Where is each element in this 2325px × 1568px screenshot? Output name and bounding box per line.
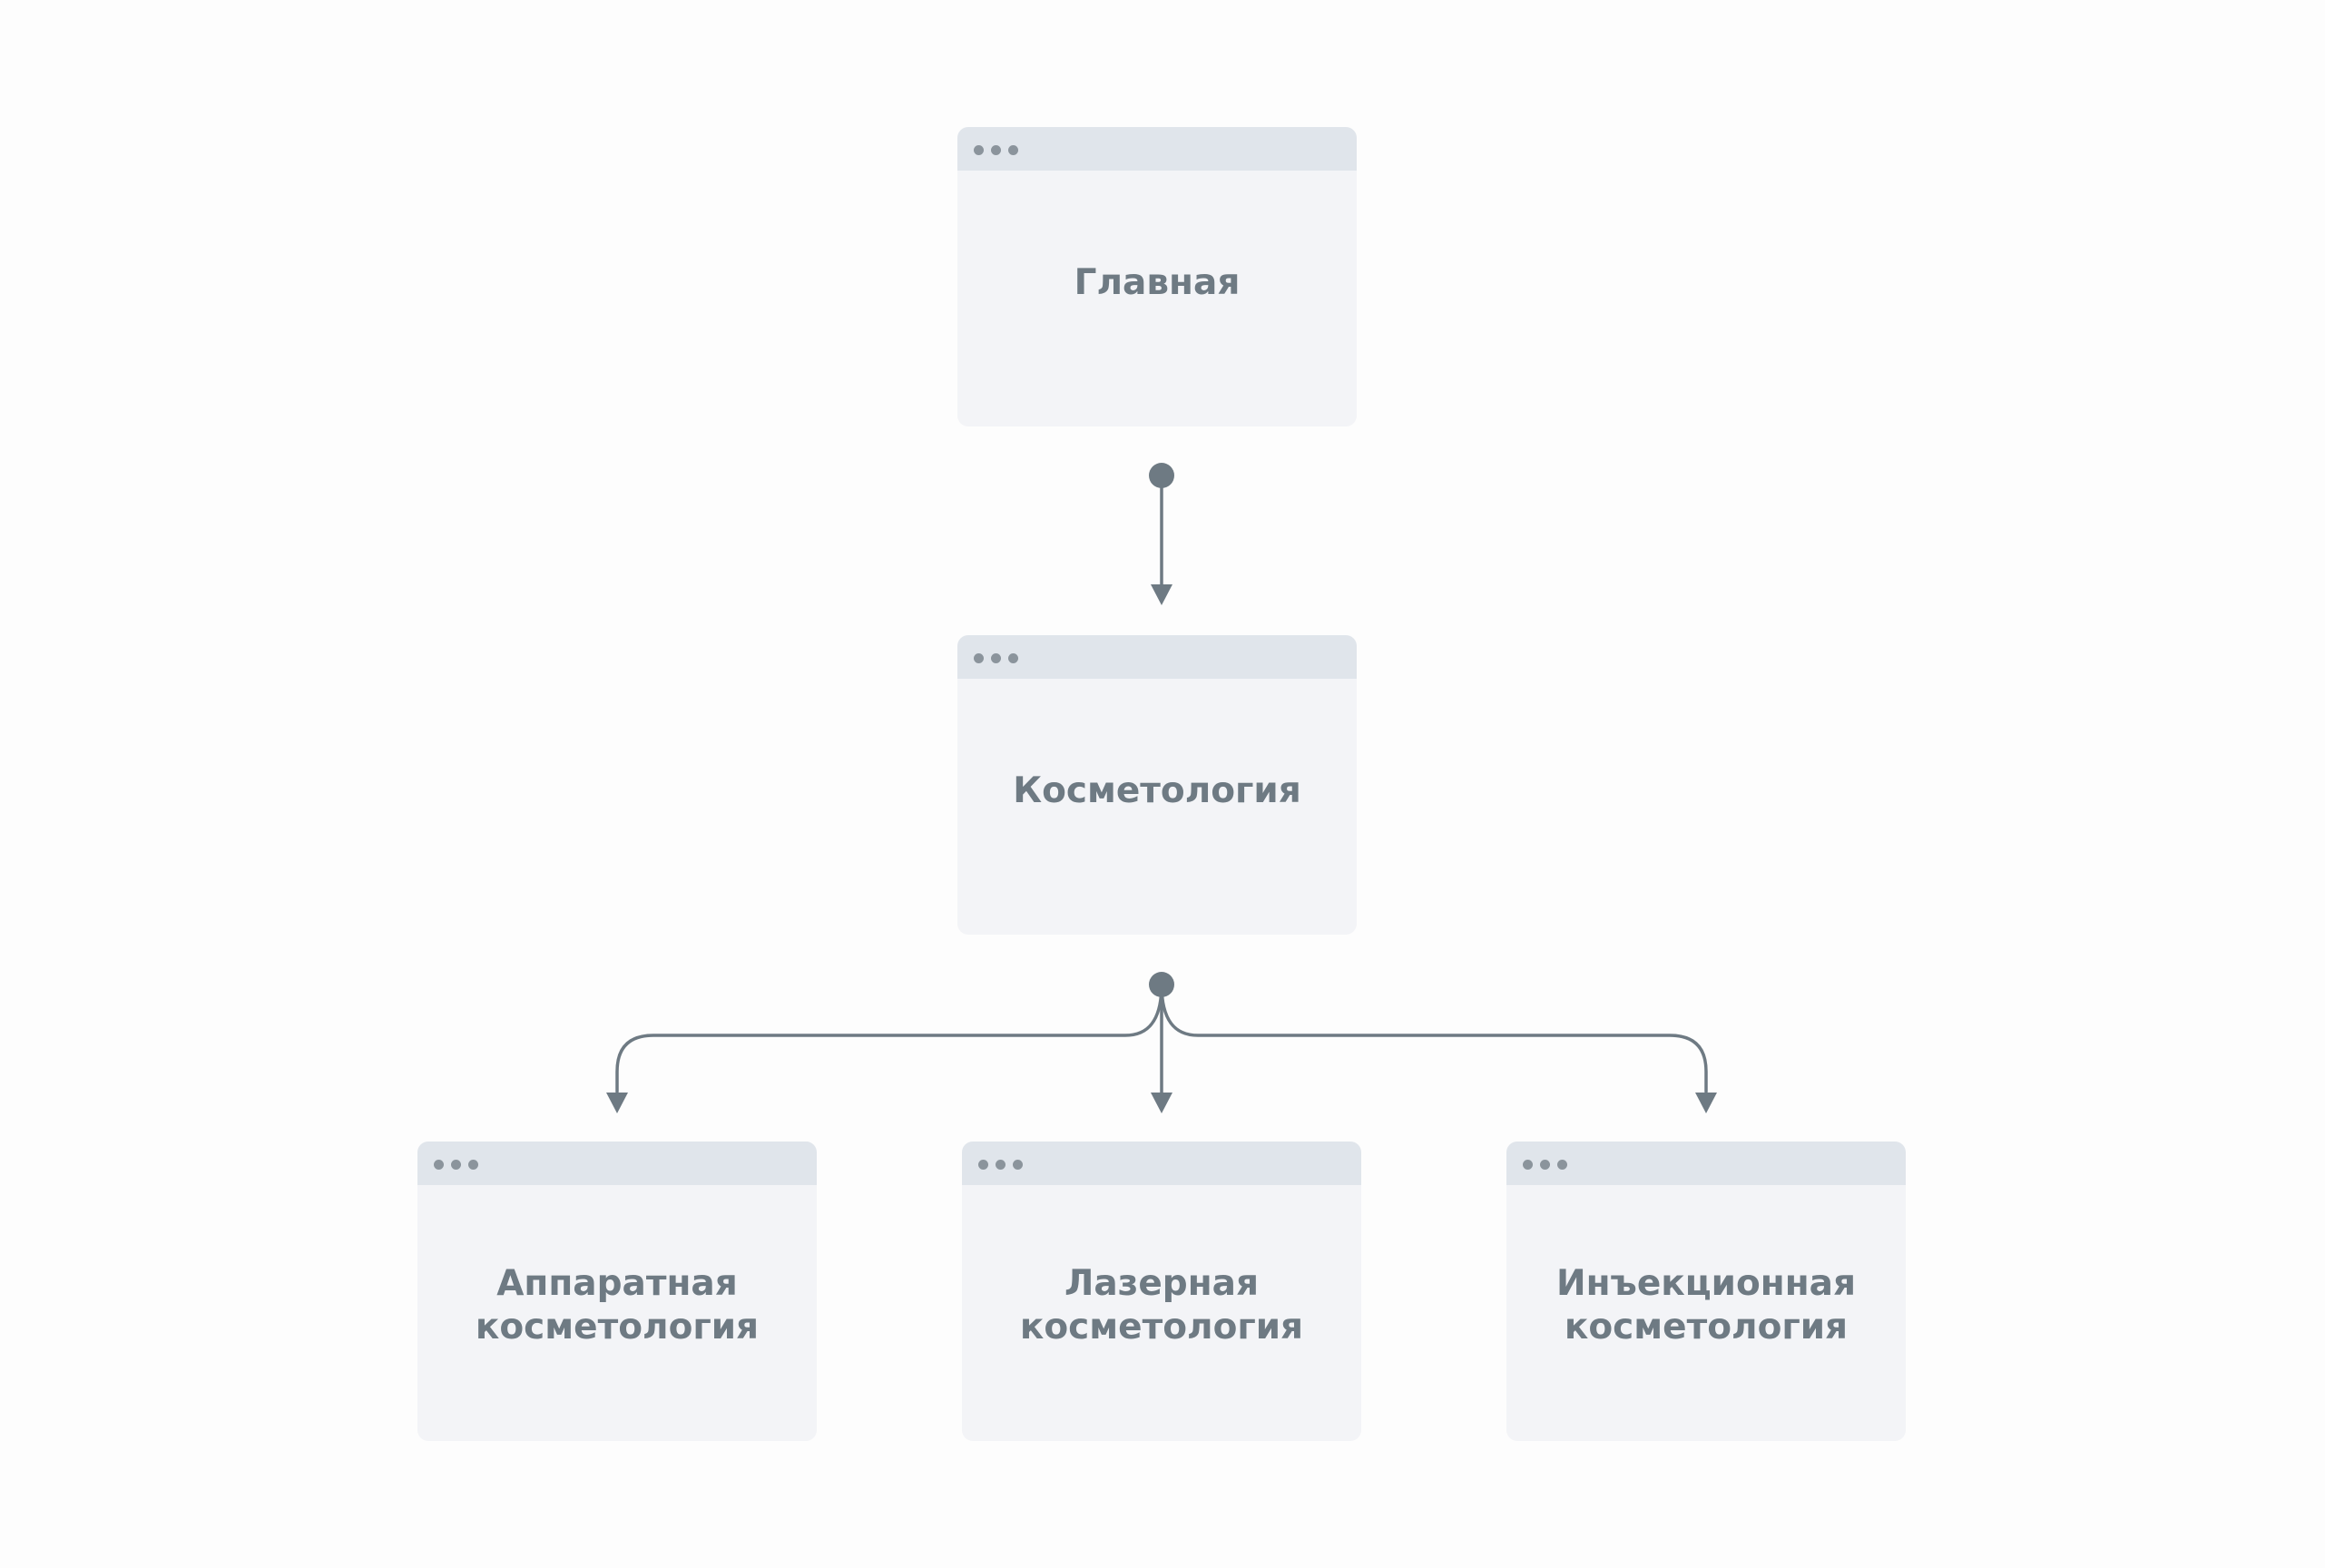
edge-cosmetology-to-injection: [1160, 983, 1708, 1093]
page-node-cosmetology: Косметология: [957, 635, 1357, 935]
page-node-body: Аппаратная косметология: [417, 1185, 817, 1441]
connector-start-dot-cosmetology: [1149, 972, 1174, 997]
arrowhead-to-hardware: [606, 1093, 628, 1113]
window-dot-icon: [978, 1160, 988, 1170]
window-titlebar: [957, 127, 1357, 171]
window-dot-icon: [468, 1160, 478, 1170]
page-node-label: Косметология: [1013, 770, 1301, 811]
window-dot-icon: [974, 145, 984, 155]
page-node-body: Косметология: [957, 679, 1357, 935]
page-node-label: Аппаратная косметология: [475, 1263, 760, 1348]
window-dot-icon: [1557, 1160, 1567, 1170]
window-dot-icon: [1540, 1160, 1550, 1170]
window-titlebar: [417, 1142, 817, 1185]
page-node-body: Лазерная косметология: [962, 1185, 1361, 1441]
arrowhead-to-cosmetology: [1151, 584, 1172, 605]
page-node-injection: Инъекционная косметология: [1506, 1142, 1906, 1441]
connector-start-dot-home: [1149, 463, 1174, 488]
arrowhead-to-injection: [1695, 1093, 1717, 1113]
window-dot-icon: [991, 653, 1001, 663]
page-node-home: Главная: [957, 127, 1357, 426]
window-dot-icon: [1523, 1160, 1533, 1170]
window-titlebar: [957, 635, 1357, 679]
window-titlebar: [1506, 1142, 1906, 1185]
window-dot-icon: [974, 653, 984, 663]
arrowhead-to-laser: [1151, 1093, 1172, 1113]
window-dot-icon: [1013, 1160, 1023, 1170]
page-node-body: Инъекционная косметология: [1506, 1185, 1906, 1441]
window-dot-icon: [996, 1160, 1006, 1170]
window-dot-icon: [991, 145, 1001, 155]
window-dot-icon: [1008, 653, 1018, 663]
window-dot-icon: [451, 1160, 461, 1170]
page-node-body: Главная: [957, 171, 1357, 426]
window-dot-icon: [1008, 145, 1018, 155]
page-node-label: Лазерная косметология: [1019, 1263, 1304, 1348]
page-node-label: Инъекционная косметология: [1555, 1263, 1857, 1348]
window-titlebar: [962, 1142, 1361, 1185]
page-node-hardware: Аппаратная косметология: [417, 1142, 817, 1441]
page-node-laser: Лазерная косметология: [962, 1142, 1361, 1441]
window-dot-icon: [434, 1160, 444, 1170]
edge-cosmetology-to-hardware: [615, 983, 1163, 1093]
page-node-label: Главная: [1074, 262, 1241, 303]
